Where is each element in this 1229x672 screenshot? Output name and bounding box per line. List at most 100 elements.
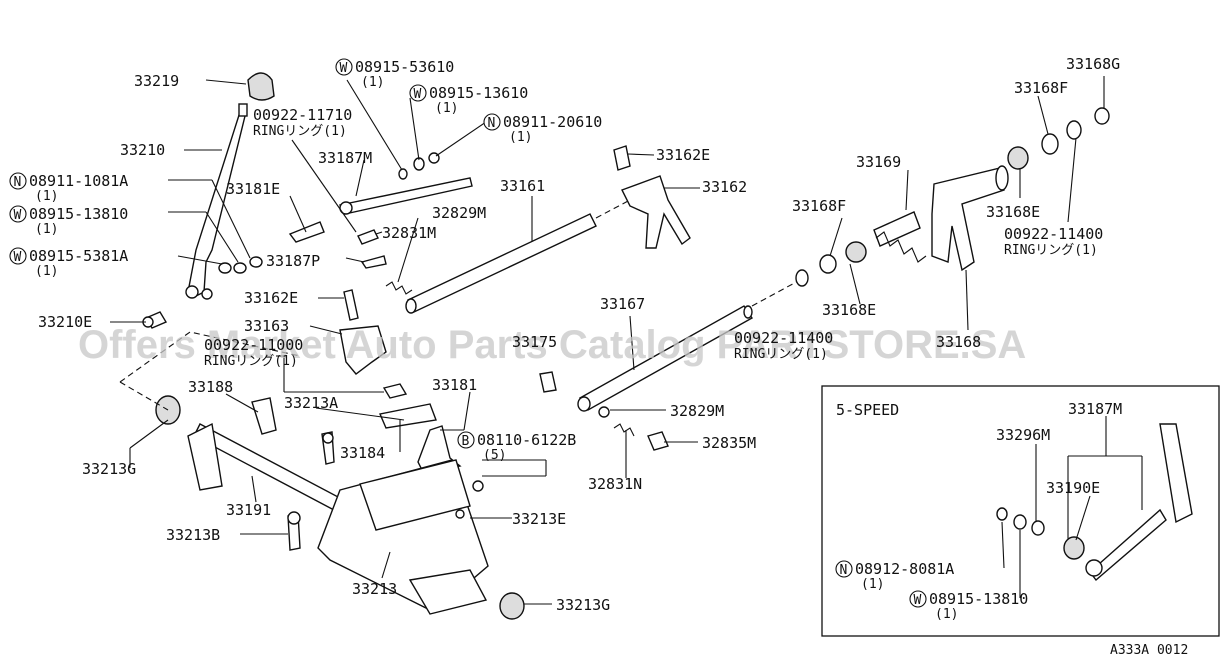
- part-label-33168e-mid: 33168E: [822, 301, 876, 319]
- part-label-33167: 33167: [600, 295, 645, 313]
- leader-lines: [110, 76, 1105, 605]
- part-quantity-text: (1): [861, 577, 884, 592]
- part-sub-text: RINGリング(1): [734, 347, 828, 362]
- part-label-w089155381a: W 08915-5381A(1): [9, 247, 128, 279]
- bolts-33213E-part: [455, 480, 484, 519]
- part-number-text: 33184: [340, 444, 385, 462]
- part-number-text: 33190E: [1046, 479, 1100, 497]
- housing-33213-part: [317, 459, 489, 615]
- part-label-33168e-top: 33168E: [986, 203, 1040, 221]
- part-number-text: 33161: [500, 177, 545, 195]
- shift-fork-33168-part: [931, 165, 1009, 272]
- part-number-text: 08915-13810: [29, 205, 128, 223]
- bolt-33213B-part: [287, 511, 301, 551]
- part-number-text: 33181: [432, 376, 477, 394]
- badge-circle-icon: [335, 58, 353, 76]
- part-number-text: 33213G: [82, 460, 136, 478]
- part-number-text: 33187M: [318, 149, 372, 167]
- part-number-text: 33175: [512, 333, 557, 351]
- spring-33169-part: [873, 211, 927, 263]
- part-number-text: 33168G: [1066, 55, 1120, 73]
- part-number-text: 33213B: [166, 526, 220, 544]
- part-label-33219: 33219: [134, 72, 179, 90]
- part-label-33168g: 33168G: [1066, 55, 1120, 73]
- badge-circle-icon: [409, 84, 427, 102]
- part-number-text: 00922-11400: [1004, 225, 1103, 243]
- part-label-33187p: 33187P: [266, 252, 320, 270]
- part-number-text: 33187M: [1068, 400, 1122, 418]
- part-label-n0891120610: N 08911-20610(1): [483, 113, 602, 145]
- badge-letter: W: [914, 593, 922, 608]
- part-label-33184: 33184: [340, 444, 385, 462]
- pin-33162E-part: [343, 289, 359, 321]
- badge-letter: B: [462, 434, 470, 449]
- part-number-text: 33169: [856, 153, 901, 171]
- part-label-33168f-right: 33168F: [1014, 79, 1068, 97]
- part-label-33191: 33191: [226, 501, 271, 519]
- part-label-33213g-left: 33213G: [82, 460, 136, 478]
- watermark: Offers Market Auto Parts Catalog PARTSTO…: [78, 323, 1026, 367]
- part-sub-text: RINGリング(1): [1004, 243, 1098, 258]
- part-label-32831m: 32831M: [382, 224, 436, 242]
- badge-letter: N: [488, 116, 496, 131]
- part-number-text: 33213G: [556, 596, 610, 614]
- bolt-33184-part: [321, 431, 335, 465]
- part-number-text: 00922-11000: [204, 336, 303, 354]
- part-number-text: 08911-20610: [503, 113, 602, 131]
- part-number-text: 08915-53610: [355, 58, 454, 76]
- part-number-text: 33219: [134, 72, 179, 90]
- dashed-guides: [119, 331, 301, 411]
- badge-circle-icon: [835, 560, 853, 578]
- part-number-text: 33181E: [226, 180, 280, 198]
- part-label-33169: 33169: [856, 153, 901, 171]
- part-quantity-text: (1): [35, 264, 58, 279]
- part-number-text: 33210E: [38, 313, 92, 331]
- badge-circle-icon: [457, 431, 475, 449]
- part-label-33213: 33213: [352, 580, 397, 598]
- part-label-w0891553610: W 08915-53610(1): [335, 58, 454, 90]
- part-label-33213b: 33213B: [166, 526, 220, 544]
- part-quantity-text: (1): [361, 75, 384, 90]
- ring-mid-part: [795, 269, 809, 287]
- part-number-text: 08915-5381A: [29, 247, 128, 265]
- badge-letter: N: [840, 563, 848, 578]
- part-number-text: 08912-8081A: [855, 560, 954, 578]
- part-number-text: 33213: [352, 580, 397, 598]
- shift-lever-part: [185, 103, 248, 300]
- part-label-32831n: 32831N: [588, 475, 642, 493]
- badge-letter: W: [14, 250, 22, 265]
- part-number-text: 33168F: [1014, 79, 1068, 97]
- part-number-text: 33162: [702, 178, 747, 196]
- part-label-inset-n089128081a: N 08912-8081A(1): [835, 560, 954, 592]
- pin-33210E-part: [142, 311, 168, 329]
- shift-rod-33167-part: [577, 279, 801, 412]
- part-number-text: 33162E: [244, 289, 298, 307]
- part-number-text: 33163: [244, 317, 289, 335]
- part-number-text: 33187P: [266, 252, 320, 270]
- part-number-text: 33191: [226, 501, 271, 519]
- part-label-33162e-top: 33162E: [656, 146, 710, 164]
- plug-33175-part: [539, 371, 557, 393]
- part-number-text: 33210: [120, 141, 165, 159]
- part-label-33168f-mid: 33168F: [792, 197, 846, 215]
- badge-letter: W: [340, 61, 348, 76]
- part-label-33213a: 33213A: [284, 394, 338, 412]
- shift-fork-33162-part: [613, 145, 691, 249]
- part-number-text: 33188: [188, 378, 233, 396]
- part-quantity-text: (5): [483, 448, 506, 463]
- part-label-33161: 33161: [500, 177, 545, 195]
- part-quantity-text: (1): [509, 130, 532, 145]
- shift-rod-33161-part: [405, 199, 631, 314]
- part-number-text: 32831M: [382, 224, 436, 242]
- part-label-33162e-mid: 33162E: [244, 289, 298, 307]
- part-label-32835m: 32835M: [702, 434, 756, 452]
- part-number-text: 33162E: [656, 146, 710, 164]
- part-number-text: 08911-1081A: [29, 172, 128, 190]
- shift-knob-part: [247, 72, 275, 101]
